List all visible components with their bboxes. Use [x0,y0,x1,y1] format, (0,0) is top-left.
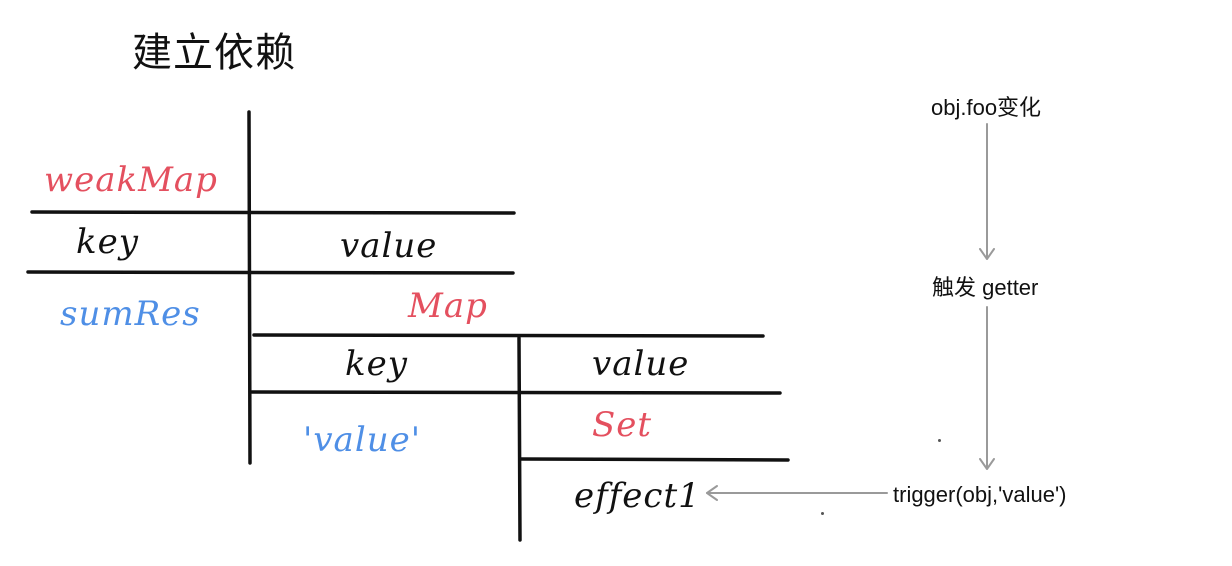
flow-step-getter: 触发 getter [932,275,1039,300]
value-header-1: value [340,226,438,266]
set-label: Set [592,405,653,445]
value-header-2: value [592,344,690,384]
weakmap-label: weakMap [44,160,218,200]
speck [821,512,824,515]
map-top-line [252,333,765,338]
weakmap-top-line [30,210,516,215]
effect-label: effect1 [574,476,701,516]
weakmap-header-line [26,270,515,275]
key-header-2: key [345,344,408,384]
flow-step-change: obj.foo变化 [931,95,1042,120]
map-label: Map [408,286,488,326]
arrow-3-head [706,485,718,501]
inner-vertical-line [517,336,522,542]
set-line [519,457,790,462]
arrow-1-head [979,248,995,260]
flow-step-trigger: trigger(obj,'value') [893,482,1067,507]
value-key-label: 'value' [303,420,422,460]
key-header-1: key [76,222,139,262]
speck [938,439,941,442]
map-header-line [250,390,782,395]
arrow-2-head [979,458,995,470]
outer-vertical-line [247,110,252,465]
target-key-label: sumRes [60,294,201,334]
diagram-title: 建立依赖 [132,30,296,76]
